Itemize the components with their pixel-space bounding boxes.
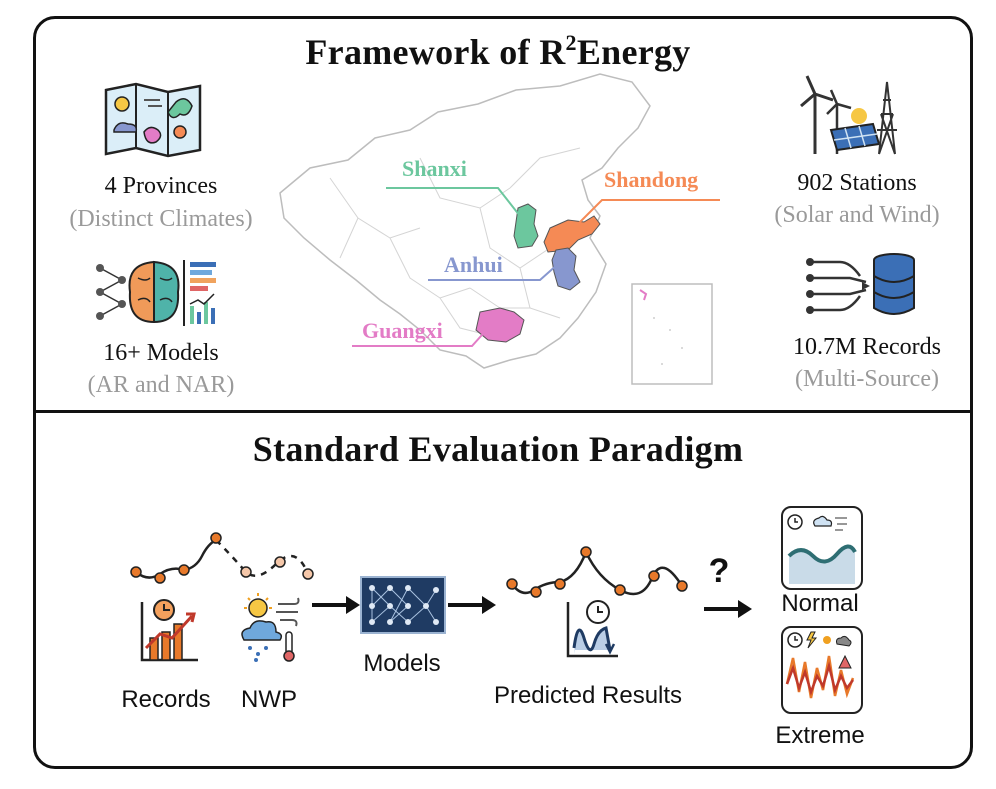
records-nwp-curve [130,532,314,584]
outer-frame [33,16,973,769]
climate-map-icon [104,82,202,158]
stat-stations-sub: (Solar and Wind) [774,202,940,228]
label-normal: Normal [781,590,859,617]
stat-stations: 902 Stations [797,170,917,196]
stat-models-sub: (AR and NAR) [87,372,235,398]
stat-provinces: 4 Provinces [104,173,218,199]
arrow-to-results [448,596,496,614]
province-shanxi: Shanxi [402,156,467,181]
stat-records-sub: (Multi-Source) [795,366,939,392]
stat-provinces-sub: (Distinct Climates) [69,206,253,232]
label-records: Records [121,686,211,713]
paradigm-title: Standard Evaluation Paradigm [252,429,744,469]
brain-network-icon [96,260,216,326]
normal-scenario-card [781,506,863,590]
question-mark: ? [708,552,730,590]
province-shandong: Shandong [604,167,699,192]
section-divider [33,410,973,413]
arrow-to-models [312,596,360,614]
province-anhui: Anhui [444,252,503,277]
stat-models: 16+ Models [103,340,219,366]
framework-title: Framework of R2Energy [305,30,691,72]
solar-wind-station-icon [800,75,897,155]
stat-records: 10.7M Records [793,334,941,360]
normal-weather-chart [787,514,857,584]
forecast-trend-icon [566,600,618,658]
label-nwp: NWP [241,686,297,713]
weather-nwp-icon [241,593,300,662]
label-models: Models [363,650,441,677]
neural-model-box [360,576,446,634]
label-extreme: Extreme [775,722,865,749]
predicted-curve [506,546,688,598]
extreme-weather-chart [785,631,855,699]
china-map [279,73,720,385]
records-chart-icon [140,599,198,662]
database-records-icon [806,253,915,315]
extreme-scenario-card [781,626,863,714]
province-guangxi: Guangxi [362,318,443,343]
arrow-to-scenarios [704,600,752,618]
label-predicted: Predicted Results [493,682,683,709]
